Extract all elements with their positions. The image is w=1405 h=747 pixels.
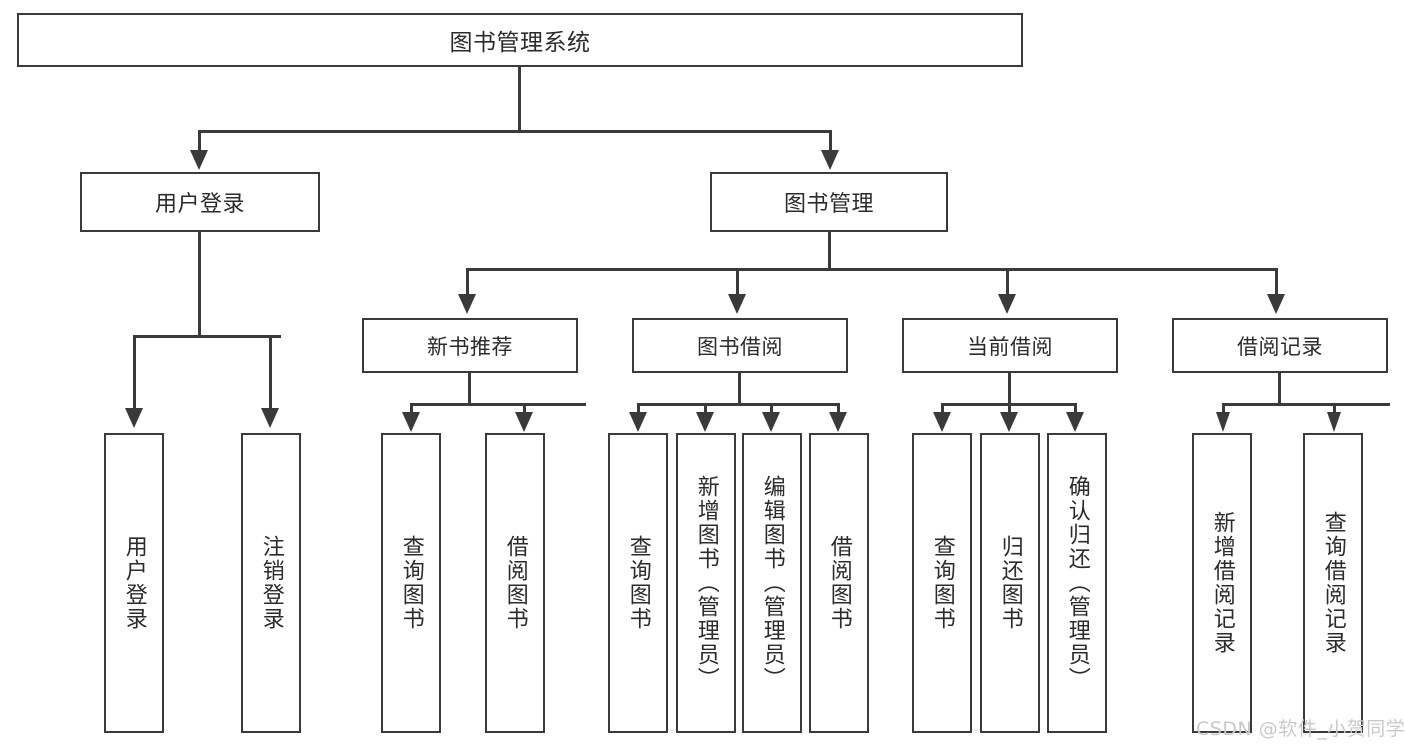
arrowhead-bb-to-leaf-4 [829,412,847,432]
connector-book-manage-bar [466,268,1278,271]
connector-new-book-recommend-bar [410,403,586,406]
arrowhead-user-login-to-leaf-1 [125,408,143,428]
leaf-label: 查询图书 [625,535,651,631]
arrowhead-bb-to-leaf-3 [762,412,780,432]
connector-new-book-recommend-stem [468,373,471,405]
leaf-query-book-borrow[interactable]: 查询图书 [608,433,668,733]
arrowhead-cb-to-leaf-2 [1000,412,1018,432]
arrowhead-bb-to-leaf-1 [629,412,647,432]
connector-bb-to-leaf-1 [637,403,640,415]
leaf-label: 借阅图书 [502,535,528,631]
arrowhead-to-current-borrow [998,294,1016,314]
leaf-edit-book-admin[interactable]: 编辑图书（管理员） [742,433,802,733]
leaf-return-book[interactable]: 归还图书 [980,433,1040,733]
arrowhead-br-to-leaf-1 [1216,412,1230,432]
arrowhead-cb-to-leaf-3 [1066,412,1084,432]
node-borrow-record[interactable]: 借阅记录 [1172,318,1388,373]
leaf-add-book-admin[interactable]: 新增图书（管理员） [676,433,736,733]
connector-root-to-user-login [198,130,201,152]
leaf-label: 编辑图书（管理员） [759,475,785,691]
connector-book-manage-stem [828,232,831,270]
connector-bb-to-leaf-3 [770,403,773,415]
arrowhead-to-book-borrow [728,294,746,314]
connector-user-login-stem [198,232,201,335]
leaf-query-book-recommend[interactable]: 查询图书 [381,433,441,733]
leaf-label: 新增图书（管理员） [693,475,719,691]
arrowhead-to-borrow-record [1267,294,1285,314]
connector-user-login-to-leaf-2 [269,335,272,410]
connector-nbr-to-leaf-1 [410,403,413,415]
connector-current-borrow-stem [1008,373,1011,405]
leaf-label: 用户登录 [121,535,147,631]
leaf-label: 归还图书 [997,535,1023,631]
leaf-user-login[interactable]: 用户登录 [104,433,164,733]
node-new-book-recommend[interactable]: 新书推荐 [362,318,578,373]
connector-to-book-borrow [736,268,739,296]
connector-to-new-book-recommend [466,268,469,296]
leaf-confirm-return-admin[interactable]: 确认归还（管理员） [1047,433,1107,733]
connector-root-to-book-manage [829,130,832,152]
node-current-borrow[interactable]: 当前借阅 [902,318,1118,373]
leaf-logout-login[interactable]: 注销登录 [241,433,301,733]
leaf-borrow-book-borrow[interactable]: 借阅图书 [809,433,869,733]
arrowhead-to-new-book-recommend [458,294,476,314]
node-book-management[interactable]: 图书管理 [710,172,948,232]
arrowhead-root-to-book-manage [821,150,839,170]
arrowhead-bb-to-leaf-2 [696,412,714,432]
leaf-borrow-book-recommend[interactable]: 借阅图书 [485,433,545,733]
connector-borrow-record-bar [1222,403,1390,406]
connector-cb-to-leaf-3 [1074,403,1077,415]
connector-cb-to-leaf-2 [1008,403,1011,415]
arrowhead-nbr-to-leaf-1 [402,412,420,432]
leaf-label: 新增借阅记录 [1209,511,1235,655]
connector-bb-to-leaf-4 [837,403,840,415]
connector-bb-to-leaf-2 [704,403,707,415]
connector-borrow-record-stem [1278,373,1281,405]
connector-user-login-bar [133,335,281,338]
leaf-label: 注销登录 [258,535,284,631]
connector-root-stem [518,67,521,130]
connector-user-login-to-leaf-1 [133,335,136,410]
leaf-label: 确认归还（管理员） [1064,475,1090,691]
connector-book-borrow-stem [738,373,741,405]
leaf-add-borrow-record[interactable]: 新增借阅记录 [1192,433,1252,733]
arrowhead-user-login-to-leaf-2 [261,408,279,428]
connector-br-to-leaf-1 [1222,403,1225,415]
leaf-label: 借阅图书 [826,535,852,631]
arrowhead-nbr-to-leaf-2 [515,412,533,432]
connector-cb-to-leaf-1 [941,403,944,415]
node-root-book-management-system[interactable]: 图书管理系统 [17,13,1023,67]
leaf-label: 查询借阅记录 [1320,511,1346,655]
leaf-label: 查询图书 [929,535,955,631]
connector-root-bar [198,130,832,133]
leaf-label: 查询图书 [398,535,424,631]
arrowhead-root-to-user-login [190,150,208,170]
connector-br-to-leaf-2 [1333,403,1336,415]
node-book-borrow[interactable]: 图书借阅 [632,318,848,373]
connector-to-borrow-record [1275,268,1278,296]
leaf-query-book-current[interactable]: 查询图书 [912,433,972,733]
connector-to-current-borrow [1006,268,1009,296]
leaf-query-borrow-record[interactable]: 查询借阅记录 [1303,433,1363,733]
node-user-login[interactable]: 用户登录 [80,172,320,232]
arrowhead-cb-to-leaf-1 [933,412,951,432]
arrowhead-br-to-leaf-2 [1327,412,1341,432]
connector-nbr-to-leaf-2 [523,403,526,415]
connector-book-borrow-bar [637,403,837,406]
